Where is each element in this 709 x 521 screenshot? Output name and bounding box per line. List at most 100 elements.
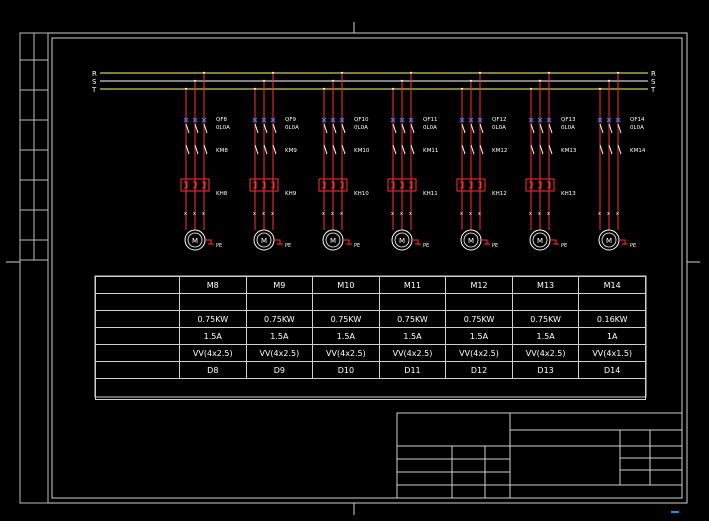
- thermal-relay: [180, 178, 210, 192]
- breaker-mark: [399, 117, 405, 123]
- breaker-mark: [468, 117, 474, 123]
- table-cell: D9: [245, 361, 314, 379]
- breaker-contact: [548, 123, 553, 134]
- table-cell: 1.5A: [245, 327, 314, 345]
- table-cell: M8: [179, 276, 247, 294]
- contactor-contact: [461, 144, 466, 155]
- table-cell: 0.75KW: [378, 310, 447, 328]
- table-cell: [179, 293, 247, 311]
- terminal-mark: x: [529, 211, 532, 217]
- row-header: [95, 310, 180, 328]
- terminal-mark: x: [262, 211, 265, 217]
- relay-element: [400, 181, 404, 189]
- breaker-contact: [392, 123, 397, 134]
- terminal-mark: x: [460, 211, 463, 217]
- motor-m: M: [192, 237, 198, 245]
- bus-label-right: S: [651, 78, 656, 86]
- terminal-mark: x: [607, 211, 610, 217]
- binding-strip: [19, 32, 49, 504]
- breaker-contact: [323, 123, 328, 134]
- contactor-contact: [272, 144, 277, 155]
- motor-inner: [394, 232, 410, 248]
- breaker-mark: [537, 117, 543, 123]
- bus-label-right: T: [650, 86, 656, 94]
- terminal-mark: x: [322, 211, 325, 217]
- terminal-mark: x: [547, 211, 550, 217]
- table-cell: 1.5A: [445, 327, 513, 345]
- site-watermark: [671, 511, 679, 513]
- contactor-contact: [608, 144, 613, 155]
- table-cell: 1A: [578, 327, 646, 345]
- motor-inner: [532, 232, 548, 248]
- motor-m: M: [606, 237, 612, 245]
- breaker-contact: [272, 123, 277, 134]
- table-cell: 1.5A: [378, 327, 447, 345]
- breaker-label: QF12: [492, 117, 507, 123]
- pe-label: PE: [561, 243, 567, 249]
- table-cell: VV(4x2.5): [378, 344, 447, 362]
- contactor-label: KM12: [492, 148, 507, 154]
- breaker-mark: [597, 117, 603, 123]
- table-row-remark: [95, 378, 646, 400]
- breaker-mark: [390, 117, 396, 123]
- terminal-mark: x: [469, 211, 472, 217]
- relay-label: KH8: [216, 191, 228, 197]
- contactor-contact: [599, 144, 604, 155]
- table-cell: 0.75KW: [312, 310, 380, 328]
- table-cell: D8: [179, 361, 247, 379]
- bus-label-left: S: [92, 78, 97, 86]
- breaker-contact: [194, 123, 199, 134]
- table-cell: VV(4x2.5): [511, 344, 580, 362]
- table-row: [95, 293, 646, 311]
- breaker-label: QF13: [561, 117, 576, 123]
- breaker-rating: 0L0A: [216, 125, 230, 131]
- pe-ground: [412, 239, 421, 245]
- terminal-mark: x: [598, 211, 601, 217]
- terminal-mark: x: [340, 211, 343, 217]
- table-cell: D14: [578, 361, 646, 379]
- row-header: [95, 327, 180, 345]
- table-cell: D11: [378, 361, 447, 379]
- breaker-contact: [539, 123, 544, 134]
- relay-element: [262, 181, 266, 189]
- table-cell: VV(4x1.5): [578, 344, 646, 362]
- contactor-contact: [194, 144, 199, 155]
- terminal-mark: x: [202, 211, 205, 217]
- contactor-contact: [341, 144, 346, 155]
- table-cell: [245, 293, 314, 311]
- breaker-mark: [192, 117, 198, 123]
- relay-element: [469, 181, 473, 189]
- breaker-contact: [461, 123, 466, 134]
- breaker-contact: [203, 123, 208, 134]
- title-block: [396, 412, 683, 499]
- breaker-label: QF8: [216, 117, 227, 123]
- relay-element: [409, 181, 413, 189]
- thermal-relay: [387, 178, 417, 192]
- breaker-label: QF10: [354, 117, 369, 123]
- table-cell: M9: [245, 276, 314, 294]
- bus-label-right: R: [651, 70, 656, 78]
- motor-inner: [601, 232, 617, 248]
- table-cell: 0.75KW: [511, 310, 580, 328]
- table-cell: 0.75KW: [179, 310, 247, 328]
- frame-ticks: [6, 22, 700, 515]
- breaker-rating: 0L0A: [354, 125, 368, 131]
- row-header: [95, 293, 180, 311]
- breaker-contact: [410, 123, 415, 134]
- pe-label: PE: [285, 243, 291, 249]
- pe-ground: [481, 239, 490, 245]
- outer-frame: [19, 32, 688, 504]
- relay-element: [253, 181, 257, 189]
- thermal-relay: [318, 178, 348, 192]
- motor-inner: [463, 232, 479, 248]
- pe-ground: [205, 239, 214, 245]
- row-header: [95, 361, 180, 379]
- breaker-mark: [615, 117, 621, 123]
- table-cell: M10: [312, 276, 380, 294]
